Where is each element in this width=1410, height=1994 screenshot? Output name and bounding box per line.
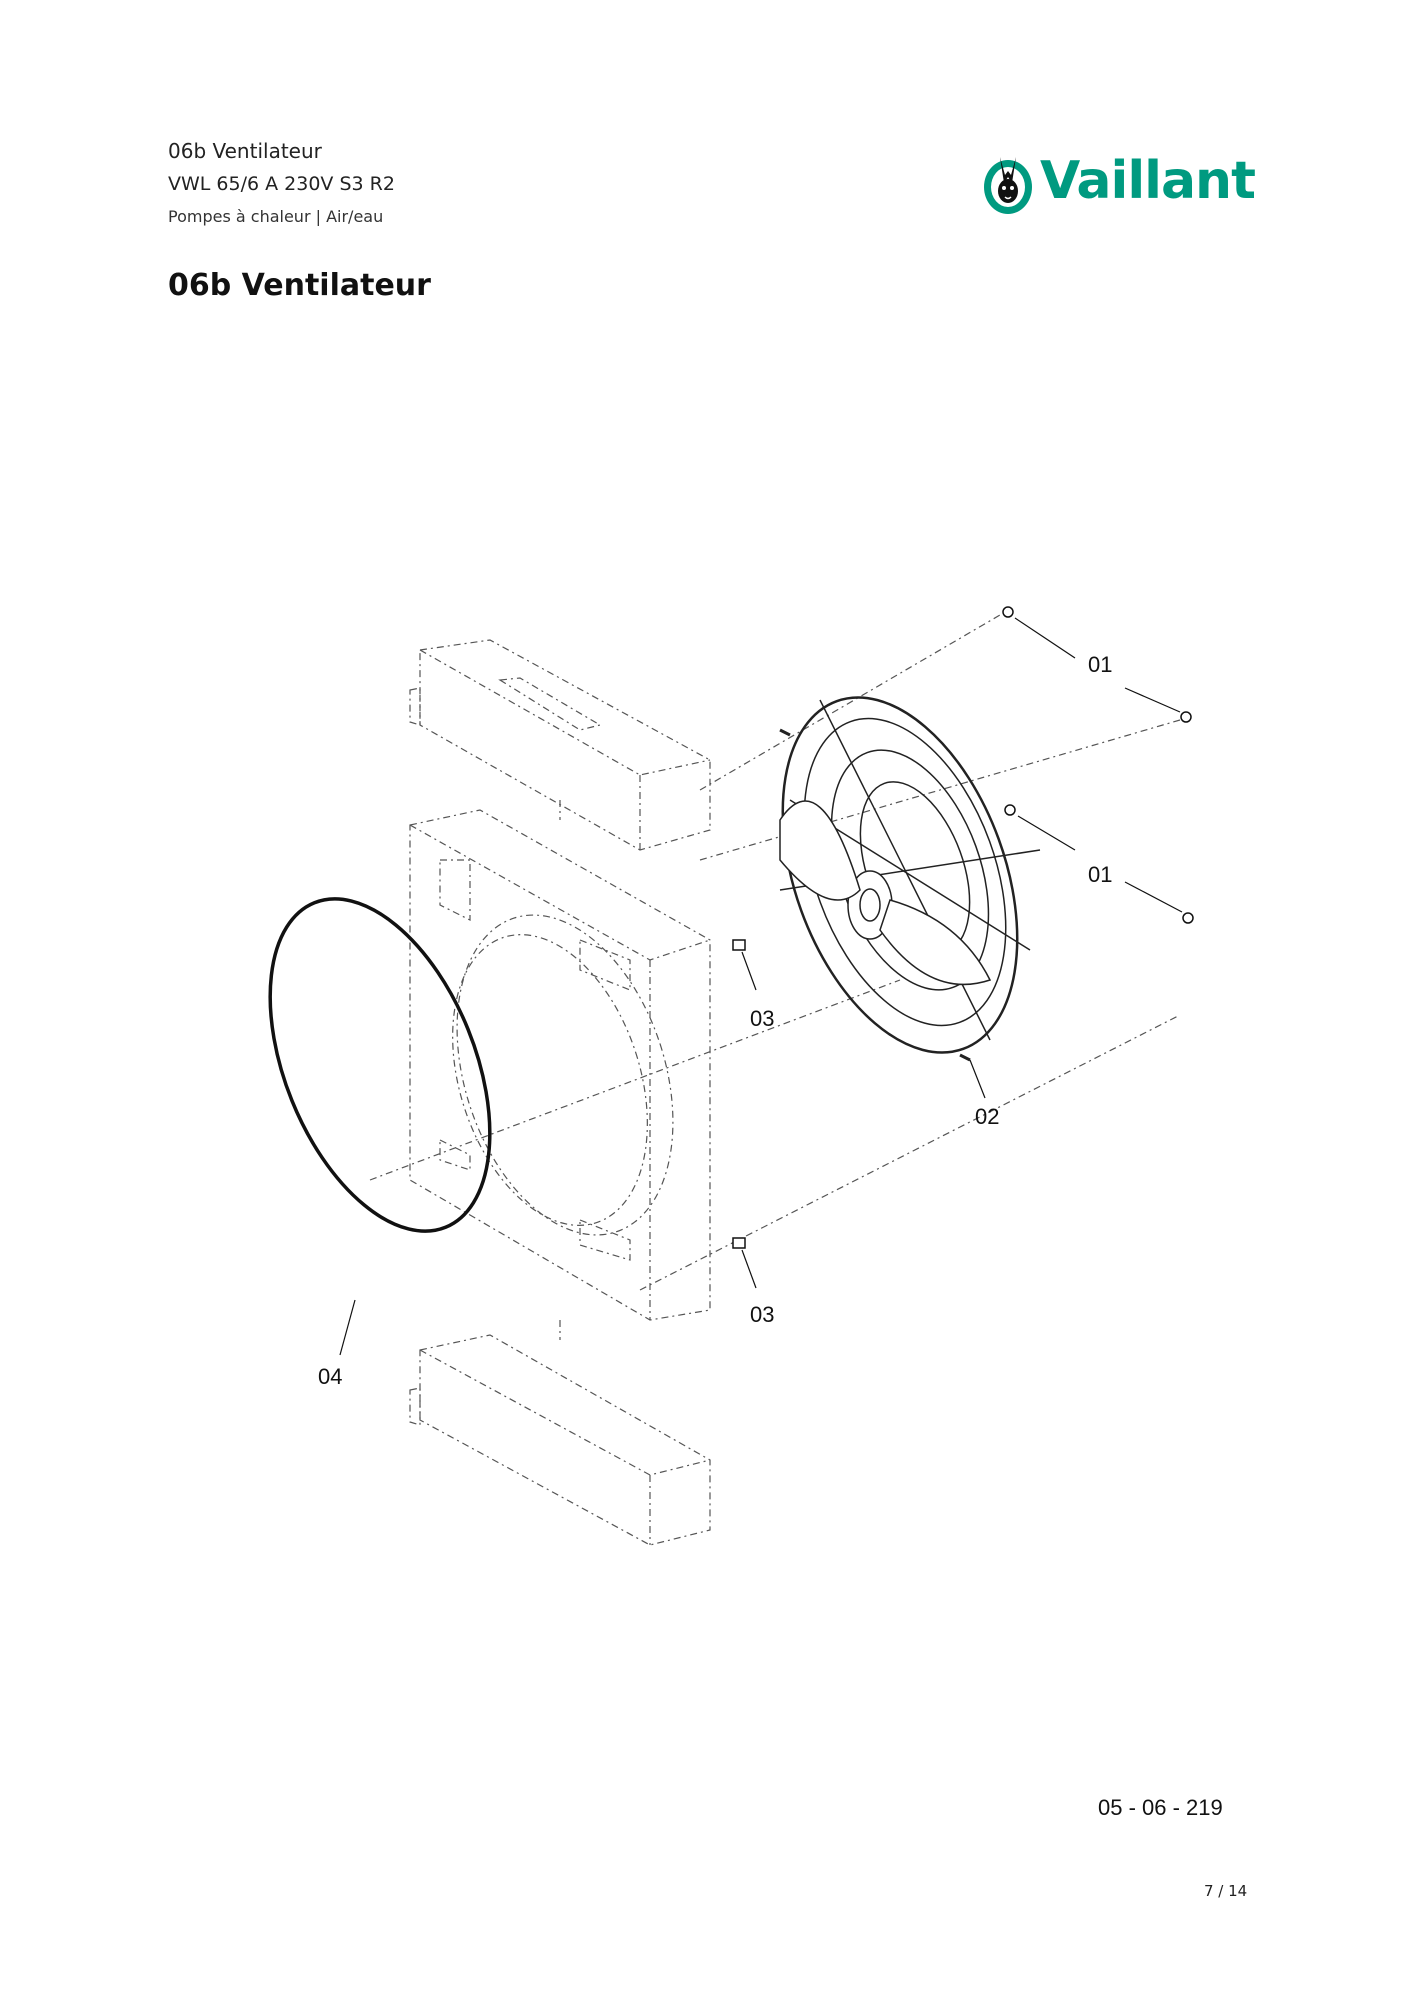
page-title: 06b Ventilateur (168, 268, 431, 303)
product-category: Pompes à chaleur | Air/eau (168, 207, 384, 226)
gasket-ring (268, 897, 492, 1233)
callout-01-lower: 01 (1088, 862, 1113, 887)
screw-01-mid-left (1004, 804, 1016, 816)
hare-emblem-icon (984, 157, 1032, 214)
callout-01-upper: 01 (1088, 652, 1113, 677)
fan-support-frame (409, 809, 711, 1321)
document-header: 06b Ventilateur VWL 65/6 A 230V S3 R2 Po… (168, 136, 395, 232)
bottom-foam-block (409, 1334, 711, 1546)
screw-01-mid-right (1182, 912, 1194, 924)
top-foam-block (409, 639, 711, 851)
screw-01-top-right (1180, 711, 1192, 723)
section-name: 06b Ventilateur (168, 139, 322, 163)
clip-03-upper (732, 939, 746, 951)
screw-01-top-left (1002, 606, 1014, 618)
drawing-reference-code: 05 - 06 - 219 (1098, 1795, 1223, 1820)
callout-03-lower: 03 (750, 1302, 775, 1327)
callout-02: 02 (975, 1104, 1000, 1129)
vaillant-logo: Vaillant (978, 145, 1258, 225)
logo-wordmark: Vaillant (1040, 151, 1256, 211)
page-number: 7 / 14 (1204, 1882, 1248, 1900)
fan-assembly (779, 696, 1041, 1062)
callout-04: 04 (318, 1364, 343, 1389)
clip-03-lower (732, 1237, 746, 1249)
model-name: VWL 65/6 A 230V S3 R2 (168, 173, 395, 195)
exploded-view-diagram (268, 606, 1194, 1546)
callout-03-upper: 03 (750, 1006, 775, 1031)
